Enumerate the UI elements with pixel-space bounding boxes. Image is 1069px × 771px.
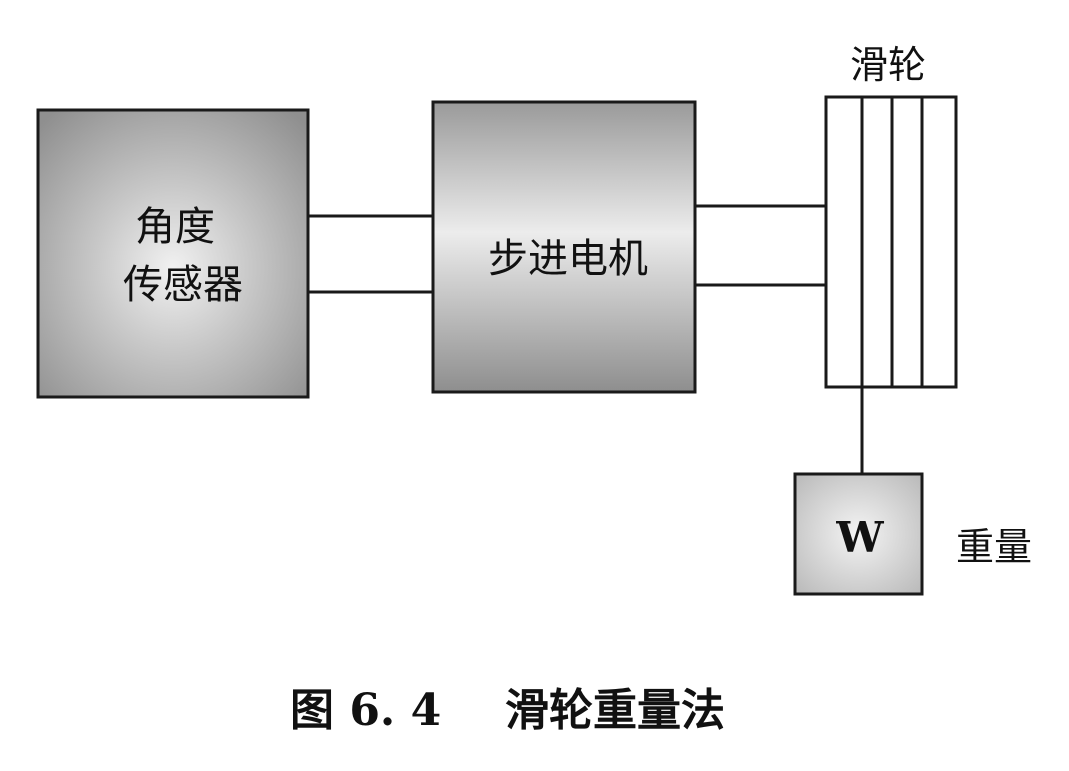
motor-pulley-shaft [695,204,826,287]
caption-number: 图 6. 4 [290,685,441,736]
pulley: 滑轮 [824,43,958,389]
stepper-motor-box: 步进电机 [431,100,697,394]
weight-block: W [793,472,924,596]
stepper-motor-label: 步进电机 [488,236,648,282]
angle-sensor-label-line2: 传感器 [123,262,243,308]
sensor-motor-shaft [308,214,433,294]
angle-sensor-box: 角度 传感器 [36,108,310,399]
figure-caption: 图 6. 4 滑轮重量法 [290,685,725,736]
weight-label: 重量 [956,525,1032,569]
pulley-label: 滑轮 [850,43,926,87]
caption-title: 滑轮重量法 [505,685,725,736]
weight-symbol: W [835,513,884,562]
angle-sensor-label-line1: 角度 [135,204,215,250]
